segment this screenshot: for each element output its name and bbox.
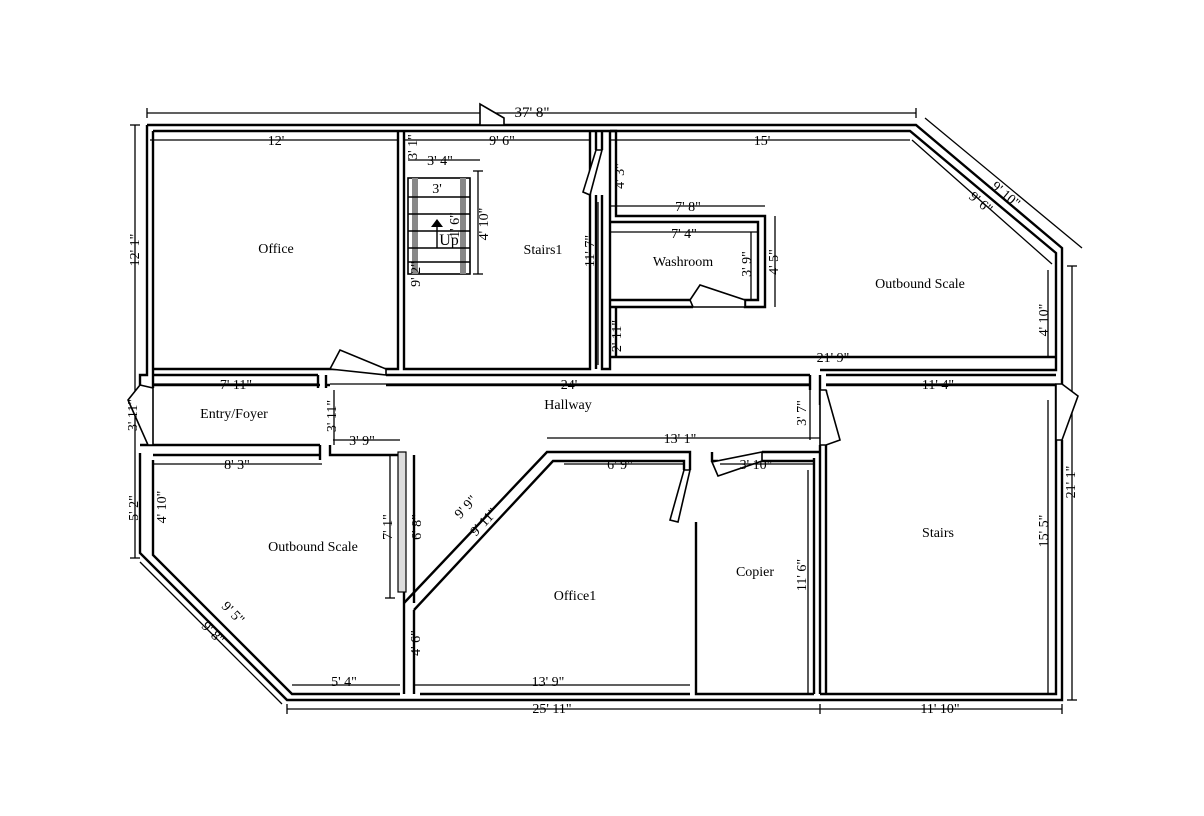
dim-entry-3-11-left: 3' 11"	[126, 399, 141, 431]
dim-stairs-15-5: 15' 5"	[1037, 515, 1052, 548]
dim-wash-4-5: 4' 5"	[767, 249, 782, 275]
dim-overall-top: 37' 8"	[514, 105, 549, 121]
dim-overall-left-height: 12' 1"	[128, 234, 143, 267]
door-top-entrance[interactable]	[479, 102, 505, 126]
dim-diag-inner: 9' 6"	[966, 189, 995, 217]
dim-bottom-11-10: 11' 10"	[920, 702, 959, 717]
dim-os-5-2: 5' 2"	[127, 495, 142, 521]
door-entry[interactable]	[127, 384, 154, 446]
staircase	[407, 159, 483, 275]
dim-stairs1-top: 9' 6"	[489, 134, 515, 149]
dim-entry-3-9: 3' 9"	[349, 434, 375, 449]
dim-hall-3-7: 3' 7"	[795, 400, 810, 426]
dim-stairs-21-1: 21' 1"	[1064, 466, 1079, 499]
arrow-up-icon	[431, 219, 443, 227]
room-stairs[interactable]: Stairs	[922, 526, 954, 541]
room-outbound-scale-right[interactable]: Outbound Scale	[875, 277, 965, 292]
dim-stair-3-1: 3' 1"	[406, 134, 421, 160]
walls	[138, 123, 1064, 702]
dim-outbound-4-10: 4' 10"	[1037, 304, 1052, 337]
dim-bottom-25-11: 25' 11"	[532, 702, 571, 717]
dim-os-4-6: 4' 6"	[409, 630, 424, 656]
dim-hall-11-4: 11' 4"	[922, 378, 954, 393]
dim-os-6-8: 6' 8"	[410, 514, 425, 540]
room-washroom[interactable]: Washroom	[653, 255, 713, 270]
dim-of1-13-1: 13' 1"	[664, 432, 697, 447]
room-copier[interactable]: Copier	[736, 565, 774, 580]
dim-outbound-21-9: 21' 9"	[817, 351, 850, 366]
stair-up-label: Up	[439, 232, 459, 249]
dim-wash-7-8: 7' 8"	[675, 200, 701, 215]
partition-bar	[385, 451, 407, 599]
door-washroom[interactable]	[689, 284, 746, 308]
dim-entry-3-11-right: 3' 11"	[325, 400, 340, 432]
dim-stair-1-6: 1' 6"	[448, 212, 463, 238]
dim-os-8-3: 8' 3"	[224, 458, 250, 473]
door-stairs[interactable]	[819, 389, 841, 446]
dim-stair-9-2: 9' 2"	[409, 261, 424, 287]
room-entry-foyer[interactable]: Entry/Foyer	[200, 407, 268, 422]
room-labels: Office Stairs1 Washroom Outbound Scale H…	[200, 232, 965, 604]
doors	[127, 102, 1079, 523]
dim-stairs1-height: 11' 7"	[583, 235, 598, 267]
dim-wash-2-11: 2' 11"	[610, 320, 625, 352]
dim-outbound-top: 15'	[754, 134, 771, 149]
door-office[interactable]	[328, 348, 387, 376]
door-right-side[interactable]	[1055, 383, 1079, 441]
dim-os-4-10: 4' 10"	[155, 491, 170, 524]
dim-hall-24: 24'	[561, 378, 578, 393]
dim-os-5-4: 5' 4"	[331, 675, 357, 690]
inner-dimension-lines	[150, 139, 1056, 694]
door-copier[interactable]	[669, 469, 692, 523]
dim-wash-3-9: 3' 9"	[740, 251, 755, 277]
door-stairs1[interactable]	[582, 149, 604, 197]
dim-of1-6-9: 6' 9"	[607, 458, 633, 473]
room-office[interactable]: Office	[258, 242, 294, 257]
dim-stair-3-4: 3' 4"	[427, 154, 453, 169]
dim-stair-3: 3'	[432, 182, 442, 197]
room-office1[interactable]: Office1	[554, 589, 597, 604]
dim-stair-4-10: 4' 10"	[477, 208, 492, 241]
dim-wash-4-3: 4' 3"	[613, 163, 628, 189]
dim-of1-9-9: 9' 9"	[452, 493, 481, 522]
dim-cop-11-6: 11' 6"	[795, 559, 810, 591]
dim-hall-7-11: 7' 11"	[220, 378, 252, 393]
dim-cop-3-10: 3' 10"	[740, 458, 773, 473]
dim-wash-7-4: 7' 4"	[671, 227, 697, 242]
room-stairs1[interactable]: Stairs1	[524, 243, 563, 258]
room-hallway[interactable]: Hallway	[544, 398, 591, 413]
room-outbound-scale-left[interactable]: Outbound Scale	[268, 540, 358, 555]
dim-of1-13-9: 13' 9"	[532, 675, 565, 690]
dim-office-top: 12'	[268, 134, 285, 149]
overall-dimension-lines	[130, 108, 1083, 714]
dim-os-7-1: 7' 1"	[381, 514, 396, 540]
